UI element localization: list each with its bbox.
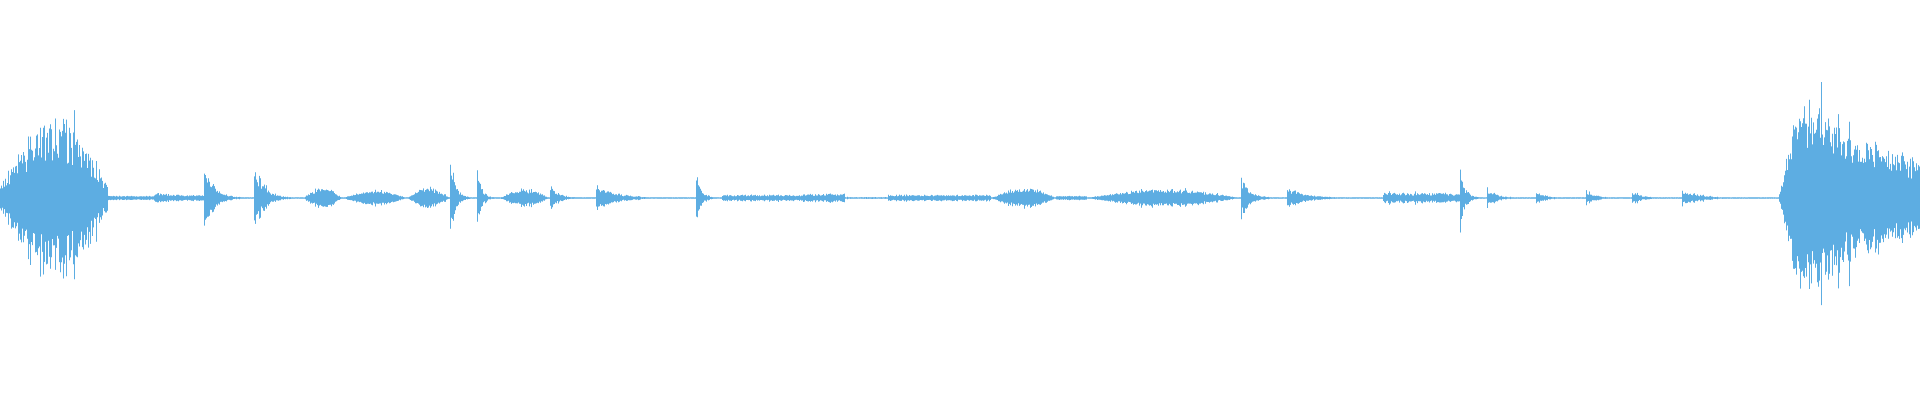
waveform-bars (0, 82, 1920, 306)
waveform-amplitude-path (0, 82, 1920, 306)
